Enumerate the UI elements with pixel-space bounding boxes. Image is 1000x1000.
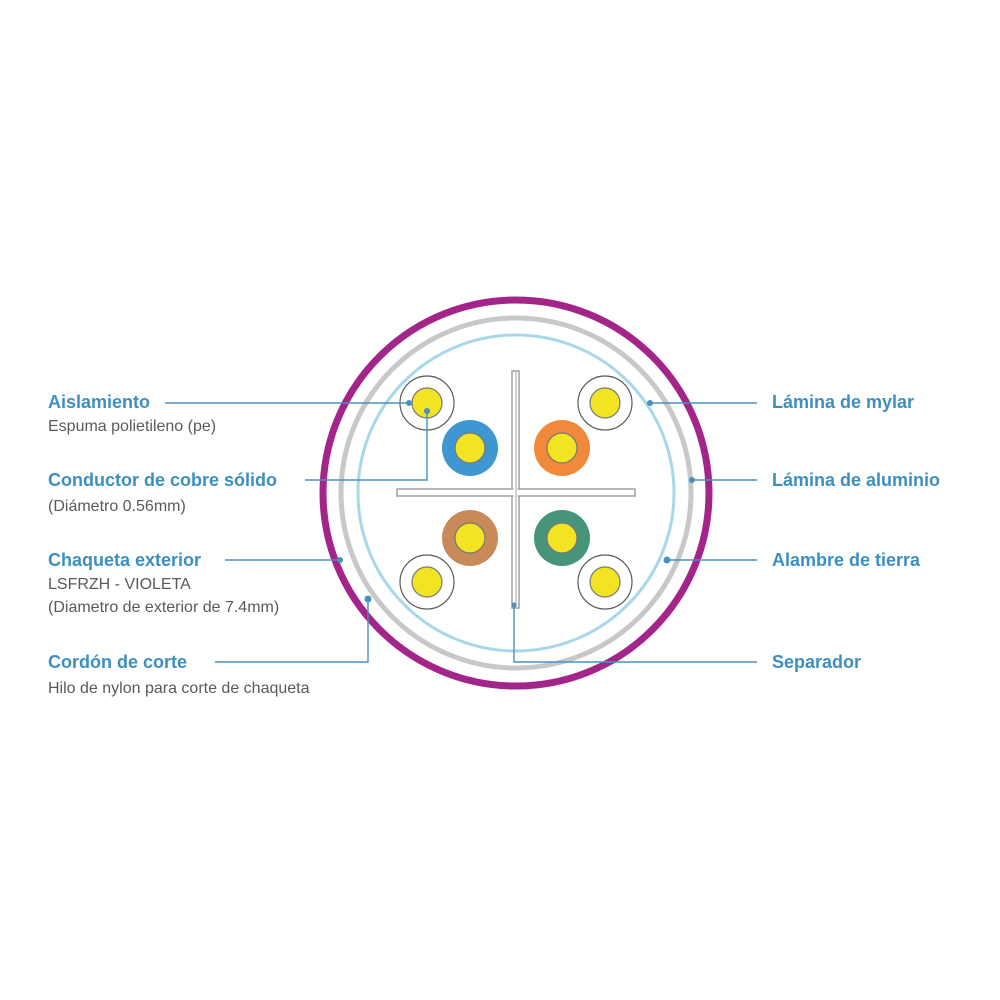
leader-conductor xyxy=(305,411,428,481)
label-conductor-sub: (Diámetro 0.56mm) xyxy=(48,498,186,515)
label-separador: Separador xyxy=(772,652,862,672)
aluminum-foil-ring xyxy=(338,315,694,671)
label-aluminio: Lámina de aluminio xyxy=(772,470,941,490)
wire-white-top-right xyxy=(577,375,633,431)
label-tierra: Alambre de tierra xyxy=(772,550,921,570)
wire-green xyxy=(534,510,590,566)
label-chaqueta-title: Chaqueta exterior xyxy=(48,550,202,570)
label-chaqueta-sub2: (Diametro de exterior de 7.4mm) xyxy=(48,599,280,616)
label-mylar: Lámina de mylar xyxy=(772,392,915,412)
leader-cordon xyxy=(215,599,369,663)
label-cordon-sub: Hilo de nylon para corte de chaqueta xyxy=(48,680,310,697)
label-cordon-title: Cordón de corte xyxy=(48,652,188,672)
wire-white-bottom-right xyxy=(577,554,633,610)
label-conductor-title: Conductor de cobre sólido xyxy=(48,470,278,490)
wire-orange xyxy=(534,420,590,476)
wire-white-bottom-left xyxy=(399,554,455,610)
wire-brown xyxy=(442,510,498,566)
mylar-foil-ring xyxy=(356,333,676,653)
label-aislamiento-title: Aislamiento xyxy=(48,392,151,412)
label-aislamiento-sub: Espuma polietileno (pe) xyxy=(48,418,217,435)
label-chaqueta-sub1: LSFRZH - VIOLETA xyxy=(48,576,191,593)
wire-white-top-left xyxy=(399,375,455,431)
wire-blue xyxy=(442,420,498,476)
leader-separador xyxy=(513,605,757,663)
